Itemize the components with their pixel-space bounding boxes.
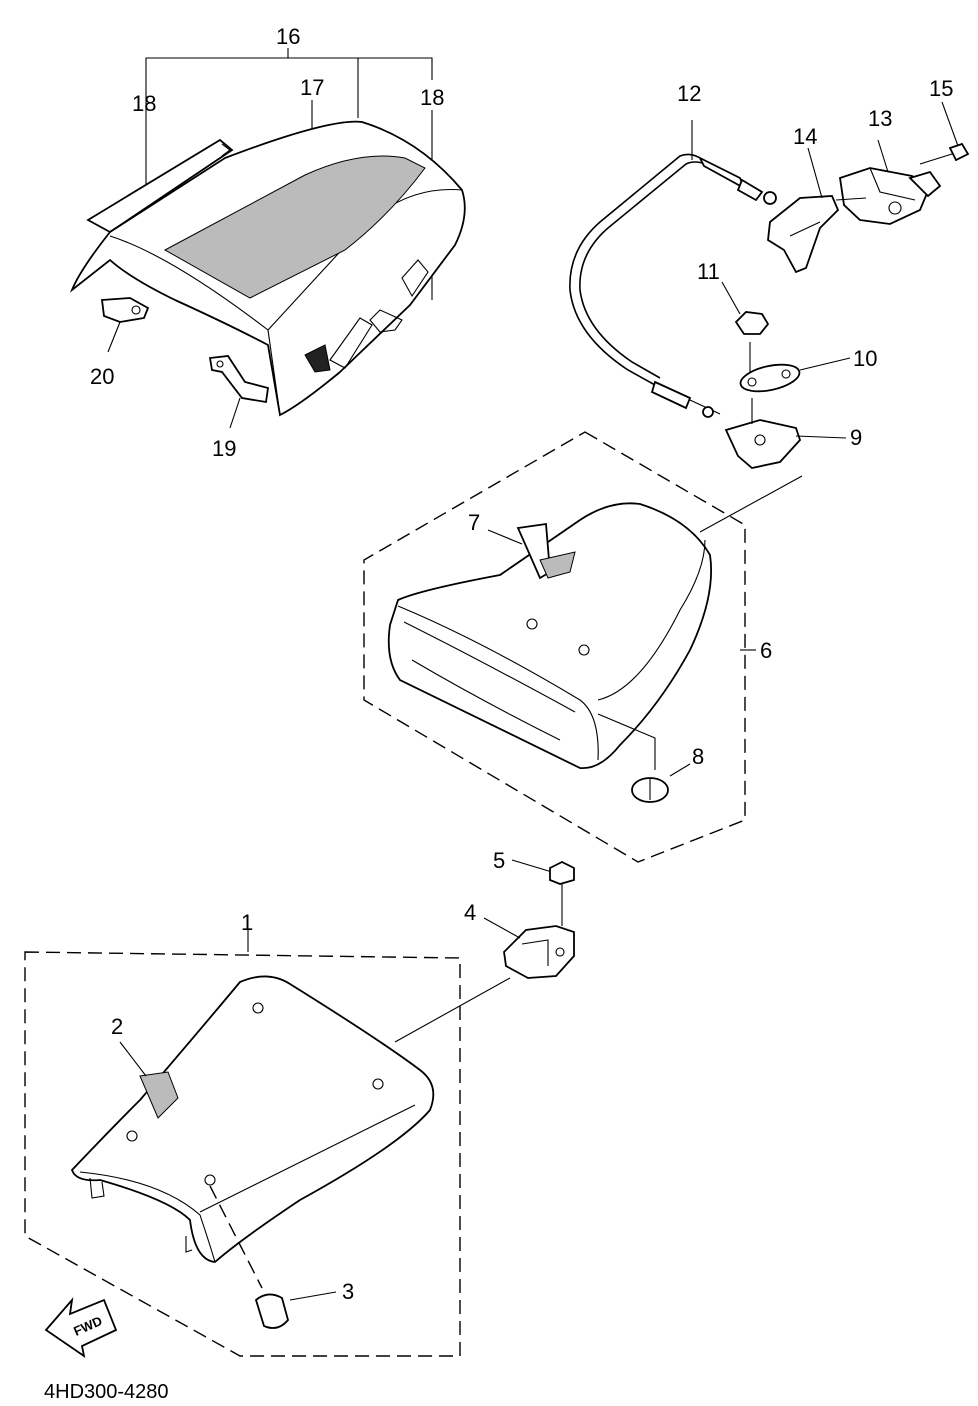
callout-4: 4 (464, 900, 476, 925)
callout-6: 6 (760, 638, 772, 663)
lock-bracket (767, 195, 840, 274)
cowl-top-panel (163, 155, 426, 299)
seat-cowl-assembly (69, 48, 466, 429)
bracket-20 (100, 297, 150, 323)
damper-3 (254, 1293, 289, 1329)
callout-13: 13 (868, 106, 892, 131)
forward-arrow: FWD (44, 1297, 118, 1358)
callout-12: 12 (677, 81, 701, 106)
callout-11: 11 (697, 259, 720, 284)
front-seat-assembly (24, 930, 461, 1357)
lock-body (838, 167, 932, 225)
seat-lock-cable (569, 153, 701, 386)
rear-seat-boundary (363, 431, 746, 863)
callout-labels: 1 2 3 4 5 6 7 8 9 10 11 12 13 14 15 16 1… (90, 24, 953, 1304)
callout-2: 2 (111, 1014, 123, 1039)
callout-8: 8 (692, 744, 704, 769)
nut-11 (734, 311, 770, 335)
seat-lock-assembly (569, 101, 970, 469)
callout-17: 17 (300, 75, 324, 100)
callout-3: 3 (342, 1279, 354, 1304)
callout-5: 5 (493, 848, 505, 873)
callout-7: 7 (468, 510, 480, 535)
callout-10: 10 (853, 346, 877, 371)
front-seat-tab (139, 1071, 179, 1119)
callout-19: 19 (212, 436, 236, 461)
cowl-side-graphic (304, 344, 331, 373)
rear-seat-assembly (363, 431, 803, 863)
callout-14: 14 (793, 124, 817, 149)
front-seat (70, 975, 435, 1263)
decal-left (86, 138, 234, 234)
callout-1: 1 (241, 910, 253, 935)
part-code: 4HD300-4280 (44, 1381, 169, 1403)
callout-18-right: 18 (420, 85, 444, 110)
screw-15 (948, 142, 970, 162)
callout-15: 15 (929, 76, 953, 101)
callout-16: 16 (276, 24, 300, 49)
bracket-19 (208, 355, 270, 404)
front-seat-boundary (24, 951, 461, 1357)
bracket-4 (503, 925, 575, 979)
bolt-5 (549, 860, 575, 885)
callout-9: 9 (850, 425, 862, 450)
fwd-arrow-icon (44, 1297, 118, 1358)
callout-18-left: 18 (132, 91, 156, 116)
rear-seat (387, 502, 713, 769)
seat-bracket-hardware (394, 859, 575, 1043)
callout-20: 20 (90, 364, 114, 389)
plate-10 (739, 363, 801, 393)
